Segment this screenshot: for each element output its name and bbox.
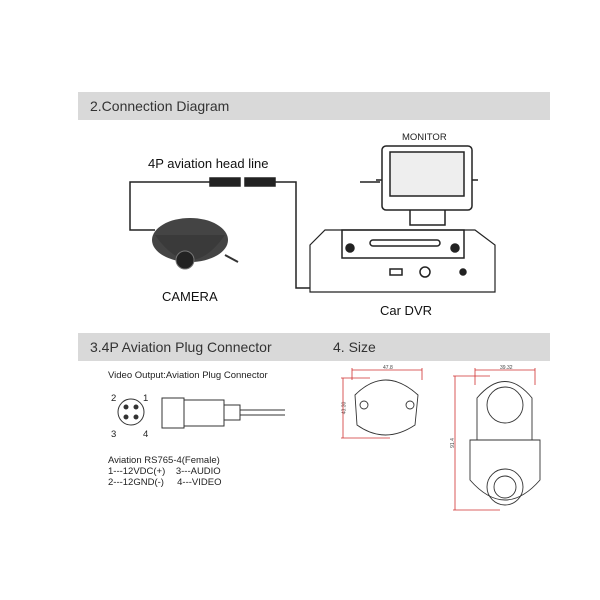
pin-1: 1 [143, 393, 149, 404]
size-title: 4. Size [333, 339, 376, 355]
head-line-label: 4P aviation head line [148, 156, 269, 171]
pin-2: 2 [111, 393, 117, 404]
plug-subtitle: Video Output:Aviation Plug Connector [108, 370, 268, 381]
pin-line-1: 1---12VDC(+) 3---AUDIO [108, 466, 221, 477]
monitor-label: MONITOR [402, 132, 447, 143]
front-width-dim: 47.8 [383, 365, 393, 371]
connection-title: 2.Connection Diagram [90, 98, 230, 114]
plug-title: 3.4P Aviation Plug Connector [90, 339, 272, 355]
section-header-plug-size [78, 333, 550, 361]
side-width-dim: 39.32 [500, 365, 513, 371]
plug-model: Aviation RS765-4(Female) [108, 455, 220, 466]
dvr-label: Car DVR [380, 303, 433, 318]
pin-3: 3 [111, 429, 117, 440]
pin-line-2: 2---12GND(-) 4---VIDEO [108, 477, 222, 488]
section-header-connection [78, 92, 550, 120]
pin-4: 4 [143, 429, 149, 440]
camera-label: CAMERA [162, 289, 218, 304]
